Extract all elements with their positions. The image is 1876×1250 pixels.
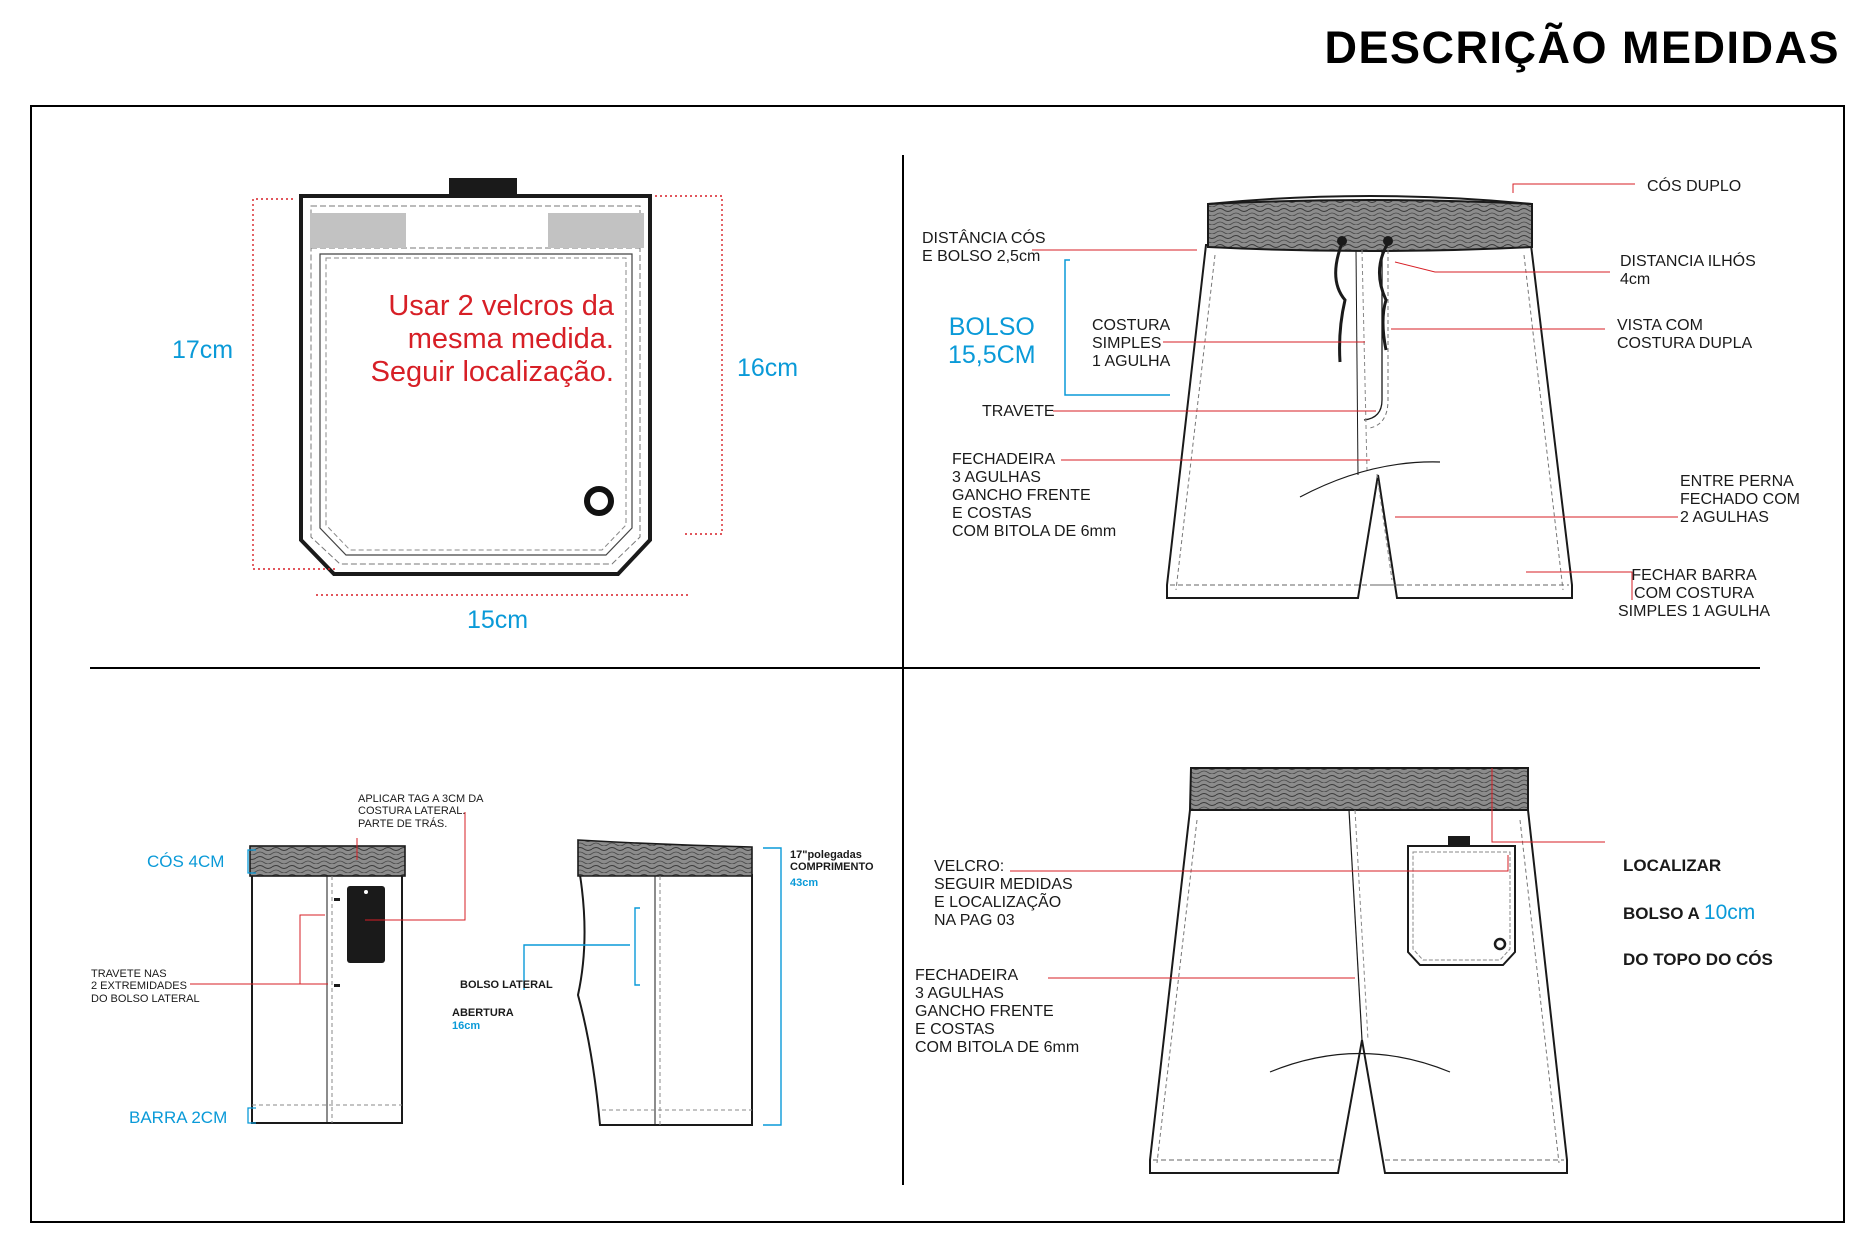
dim-15cm-label: 15cm [467,606,529,634]
comprimento-label: 17"polegadas COMPRIMENTO [790,849,874,874]
comprimento-cm: 43cm [790,877,819,889]
velcro-right [548,213,644,248]
front-drawstring [1334,242,1347,363]
localizar-line-2: BOLSO A 10cm [1623,899,1773,926]
cos-duplo-label: CÓS DUPLO [1647,178,1742,195]
fechar-barra-label: FECHAR BARRA COM COSTURA SIMPLES 1 AGULH… [1618,567,1771,620]
pocket-outline [299,194,652,576]
pocket-eyelet [584,486,614,516]
bolso-size-label: BOLSO 15,5CM [948,313,1036,369]
abertura-text: ABERTURA [452,1007,514,1020]
dim-16cm-label: 16cm [737,354,799,382]
distancia-cos-bolso-label: DISTÂNCIA CÓS E BOLSO 2,5cm [922,230,1046,265]
localizar-line-3: DO TOPO DO CÓS [1623,949,1773,969]
distancia-ilhos-label: DISTANCIA ILHÓS 4cm [1620,253,1756,288]
barra-2cm-label: BARRA 2CM [129,1108,228,1127]
side-right-body [576,874,753,1126]
abertura-label: ABERTURA 16cm [452,995,514,1032]
vista-label: VISTA COM COSTURA DUPLA [1617,317,1753,352]
cos-4cm-label: CÓS 4CM [147,852,225,871]
pocket-drawing [252,178,723,596]
fechadeira-back-label: FECHADEIRA 3 AGULHAS GANCHO FRENTE E COS… [915,967,1080,1056]
entre-perna-label: ENTRE PERNA FECHADO COM 2 AGULHAS [1680,473,1800,526]
side-left-waistband [249,845,406,877]
aplicar-tag-label: APLICAR TAG A 3CM DA COSTURA LATERAL. PA… [358,793,484,830]
side-shorts-left-drawing [190,812,466,1124]
localizar-value: 10cm [1703,901,1756,925]
side-shorts-right-drawing [523,839,782,1126]
front-shorts-drawing [1032,183,1678,600]
velcro-left [310,213,406,248]
back-waistband [1188,767,1529,811]
diagram-frame [30,105,1845,1223]
side-right-waistband [577,839,753,877]
dim-17cm-label: 17cm [172,336,234,364]
bolso-lateral-label: BOLSO LATERAL [460,979,553,991]
back-pocket [1407,845,1516,966]
pocket-velcro-tab [449,178,517,198]
pocket-velcro-note: Usar 2 velcros da mesma medida. Seguir l… [370,290,614,388]
page-title: DESCRIÇÃO MEDIDAS [1324,22,1840,73]
localizar-line-2-text: BOLSO A [1623,904,1700,924]
length-bracket [763,847,782,1126]
hang-tag [347,886,385,963]
travete-label: TRAVETE [982,403,1055,420]
dim-17cm-bracket [252,198,338,570]
localizar-line-1: LOCALIZAR [1623,856,1722,876]
velcro-label: VELCRO: SEGUIR MEDIDAS E LOCALIZAÇÃO NA … [934,858,1073,929]
dim-16cm-bracket [655,195,723,535]
bolso-bracket [1064,259,1170,396]
front-waistband [1207,199,1533,252]
localizar-label: LOCALIZAR BOLSO A 10cm DO TOPO DO CÓS [1623,833,1773,993]
travete-side-label: TRAVETE NAS 2 EXTREMIDADES DO BOLSO LATE… [91,968,200,1005]
front-shorts-body [1166,244,1573,599]
fechadeira-front-label: FECHADEIRA 3 AGULHAS GANCHO FRENTE E COS… [952,451,1117,540]
costura-simples-label: COSTURA SIMPLES 1 AGULHA [1092,317,1171,370]
back-shorts-drawing [1010,767,1605,1174]
abertura-value: 16cm [452,1019,481,1032]
